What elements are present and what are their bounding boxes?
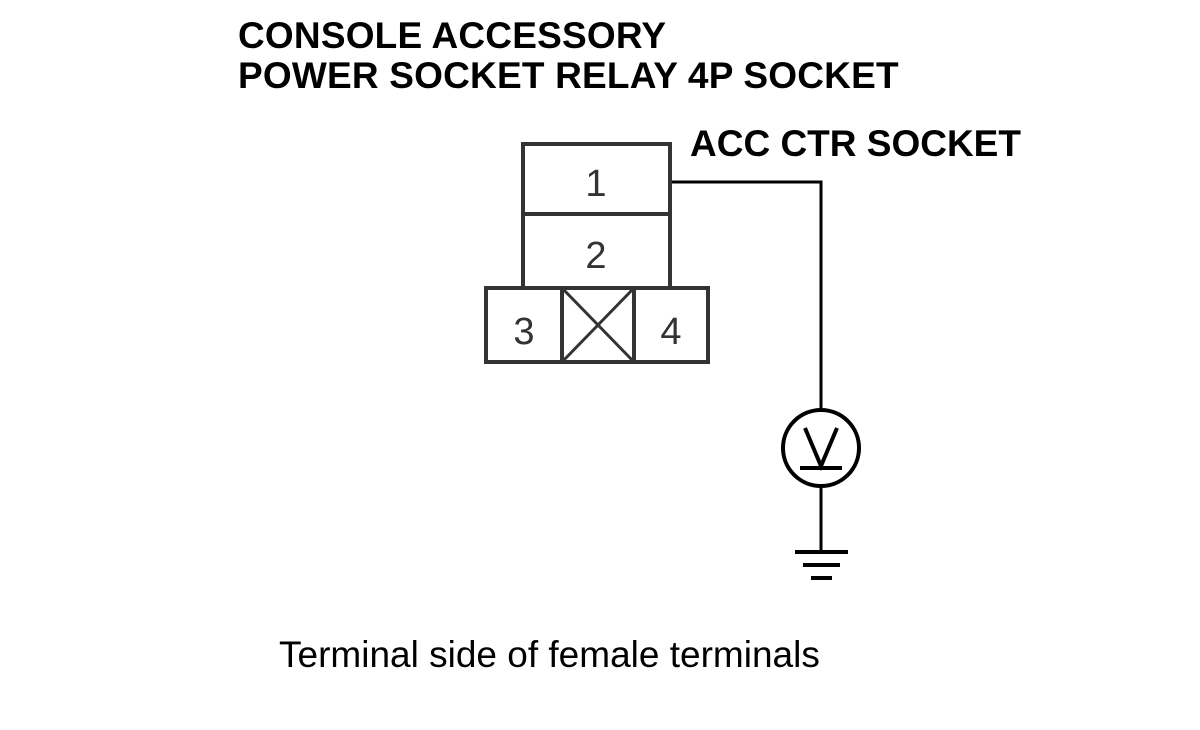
title-line-2: POWER SOCKET RELAY 4P SOCKET <box>238 55 899 96</box>
test-lead-wire <box>672 180 823 410</box>
pin-4-label: 4 <box>660 311 681 353</box>
voltmeter-icon <box>781 408 861 488</box>
unused-cavity-cross-b <box>560 286 636 364</box>
pin-3-label: 3 <box>513 311 534 353</box>
wire-destination-label: ACC CTR SOCKET <box>690 123 1021 164</box>
view-caption: Terminal side of female terminals <box>279 634 820 675</box>
title-line-1: CONSOLE ACCESSORY <box>238 15 667 56</box>
ground-icon <box>795 550 848 580</box>
relay-connector <box>484 142 710 364</box>
pin-1-label: 1 <box>585 163 606 205</box>
diagram-title: CONSOLE ACCESSORY POWER SOCKET RELAY 4P … <box>238 16 899 96</box>
pin-4-cell <box>632 286 710 364</box>
pin-2-label: 2 <box>585 235 606 277</box>
